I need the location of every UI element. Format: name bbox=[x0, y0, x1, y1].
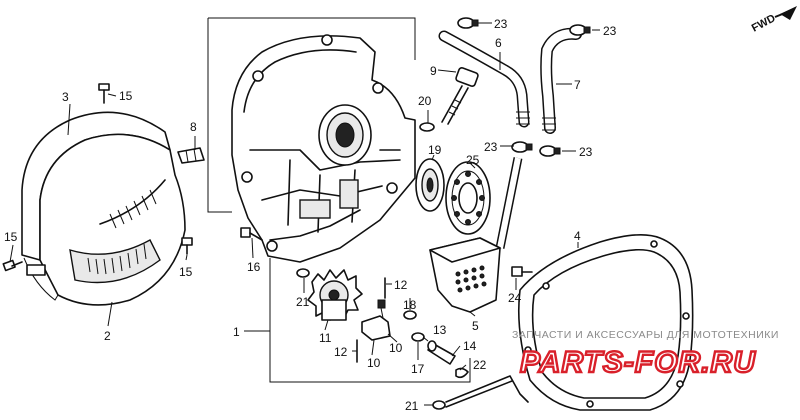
oil-strainer-5 bbox=[429, 237, 501, 313]
callout-7: 7 bbox=[574, 78, 581, 92]
callout-18: 18 bbox=[403, 298, 417, 312]
watermark: ЗАПЧАСТИ И АКСЕССУАРЫ ДЛЯ МОТОТЕХНИКИ PA… bbox=[512, 329, 779, 380]
clip-8 bbox=[177, 147, 205, 164]
callout-16: 16 bbox=[247, 260, 261, 274]
gasket-4 bbox=[518, 234, 694, 411]
callout-5: 5 bbox=[472, 319, 479, 333]
bolt-24 bbox=[511, 266, 533, 277]
crankcase-cover bbox=[231, 34, 416, 263]
clamp-23-a bbox=[457, 17, 479, 29]
callout-11: 11 bbox=[319, 331, 332, 345]
callout-labels: 3 15 8 15 15 2 16 1 9 20 6 23 23 7 23 23… bbox=[4, 17, 617, 413]
callout-15-left: 15 bbox=[4, 230, 18, 244]
callout-19: 19 bbox=[428, 143, 442, 157]
flywheel-shroud bbox=[21, 111, 186, 306]
bearing-19 bbox=[415, 158, 445, 212]
watermark-subtitle: ЗАПЧАСТИ И АКСЕССУАРЫ ДЛЯ МОТОТЕХНИКИ bbox=[512, 329, 779, 341]
callout-15-top: 15 bbox=[119, 89, 133, 103]
watermark-brand: PARTS-FOR.RU bbox=[520, 346, 756, 379]
callout-15-right: 15 bbox=[179, 265, 193, 279]
callout-12-right: 12 bbox=[394, 278, 408, 292]
callout-23-c: 23 bbox=[484, 140, 498, 154]
bolt-16 bbox=[240, 227, 263, 241]
washer-21-top bbox=[296, 268, 310, 278]
washer-21-bottom bbox=[432, 400, 446, 410]
callout-12-bottom: 12 bbox=[334, 345, 348, 359]
callout-23-d: 23 bbox=[579, 145, 593, 159]
callout-23-a: 23 bbox=[494, 17, 508, 31]
oil-dipstick-9 bbox=[441, 67, 479, 125]
callout-14: 14 bbox=[463, 339, 477, 353]
callout-13: 13 bbox=[433, 323, 447, 337]
callout-17: 17 bbox=[411, 362, 425, 376]
callout-3: 3 bbox=[62, 90, 69, 104]
callout-22: 22 bbox=[473, 358, 487, 372]
clip-22 bbox=[455, 367, 469, 379]
callout-6: 6 bbox=[495, 36, 502, 50]
callout-9: 9 bbox=[430, 64, 437, 78]
seal-25 bbox=[445, 161, 491, 235]
governor-holder-10 bbox=[361, 299, 391, 341]
callout-23-b: 23 bbox=[603, 24, 617, 38]
governor-gear-11 bbox=[307, 269, 363, 321]
bolt-15-right bbox=[181, 237, 193, 255]
breather-tube-7 bbox=[540, 27, 582, 134]
fwd-label: FWD bbox=[750, 12, 778, 34]
bolt-15-top bbox=[98, 83, 110, 104]
callout-10-right: 10 bbox=[389, 341, 403, 355]
washer-17 bbox=[411, 332, 425, 342]
leader-lines bbox=[9, 22, 600, 406]
callout-10-left: 10 bbox=[367, 356, 381, 370]
fwd-arrow-icon: FWD bbox=[750, 6, 797, 35]
callout-20: 20 bbox=[418, 94, 432, 108]
clamp-23-b bbox=[569, 24, 591, 36]
callout-8: 8 bbox=[190, 120, 197, 134]
clamp-23-c bbox=[511, 141, 533, 153]
callout-21-top: 21 bbox=[296, 295, 310, 309]
callout-21-bottom: 21 bbox=[405, 399, 419, 413]
tube-lower bbox=[495, 157, 523, 249]
callout-2: 2 bbox=[104, 329, 111, 343]
callout-4: 4 bbox=[574, 229, 581, 243]
breather-tube-6 bbox=[438, 30, 530, 128]
callout-24: 24 bbox=[508, 291, 522, 305]
o-ring-20 bbox=[419, 122, 435, 132]
clamp-23-d bbox=[539, 145, 561, 157]
governor-arm-14 bbox=[445, 375, 529, 408]
callout-1: 1 bbox=[233, 325, 240, 339]
governor-shaft-13 bbox=[427, 340, 456, 365]
bolt-15-left bbox=[2, 259, 23, 272]
callout-25: 25 bbox=[466, 153, 480, 167]
washer-18 bbox=[403, 310, 417, 320]
